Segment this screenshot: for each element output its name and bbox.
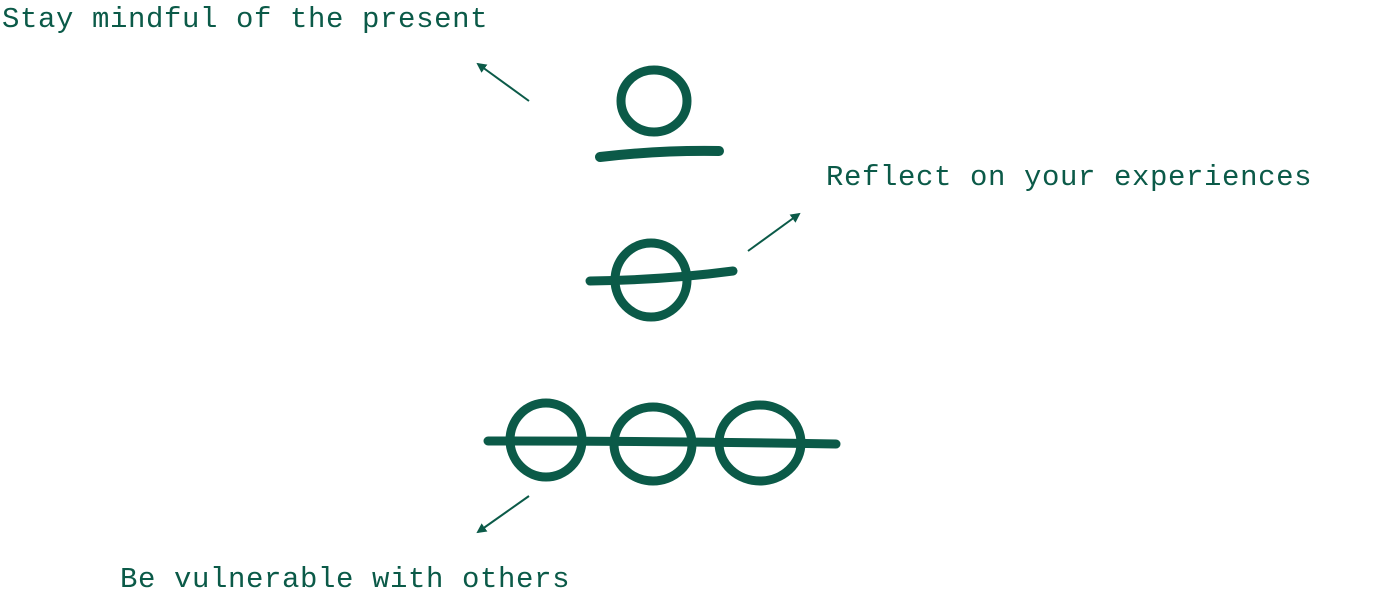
arrow-to-stay-mindful xyxy=(476,62,530,102)
middle-line xyxy=(585,266,738,286)
label-reflect: Reflect on your experiences xyxy=(826,161,1313,194)
label-be-vulnerable: Be vulnerable with others xyxy=(120,563,571,596)
arrow-to-be-vulnerable xyxy=(476,495,530,534)
bottom-line xyxy=(483,436,841,449)
top-circle xyxy=(616,65,692,137)
top-line xyxy=(595,145,724,162)
three-circles-on-line-icon xyxy=(483,398,841,486)
label-stay-mindful: Stay mindful of the present xyxy=(2,3,489,36)
circle-above-line-icon xyxy=(595,65,724,162)
arrow-to-reflect xyxy=(747,212,801,252)
circle-crossed-by-line-icon xyxy=(585,238,738,322)
